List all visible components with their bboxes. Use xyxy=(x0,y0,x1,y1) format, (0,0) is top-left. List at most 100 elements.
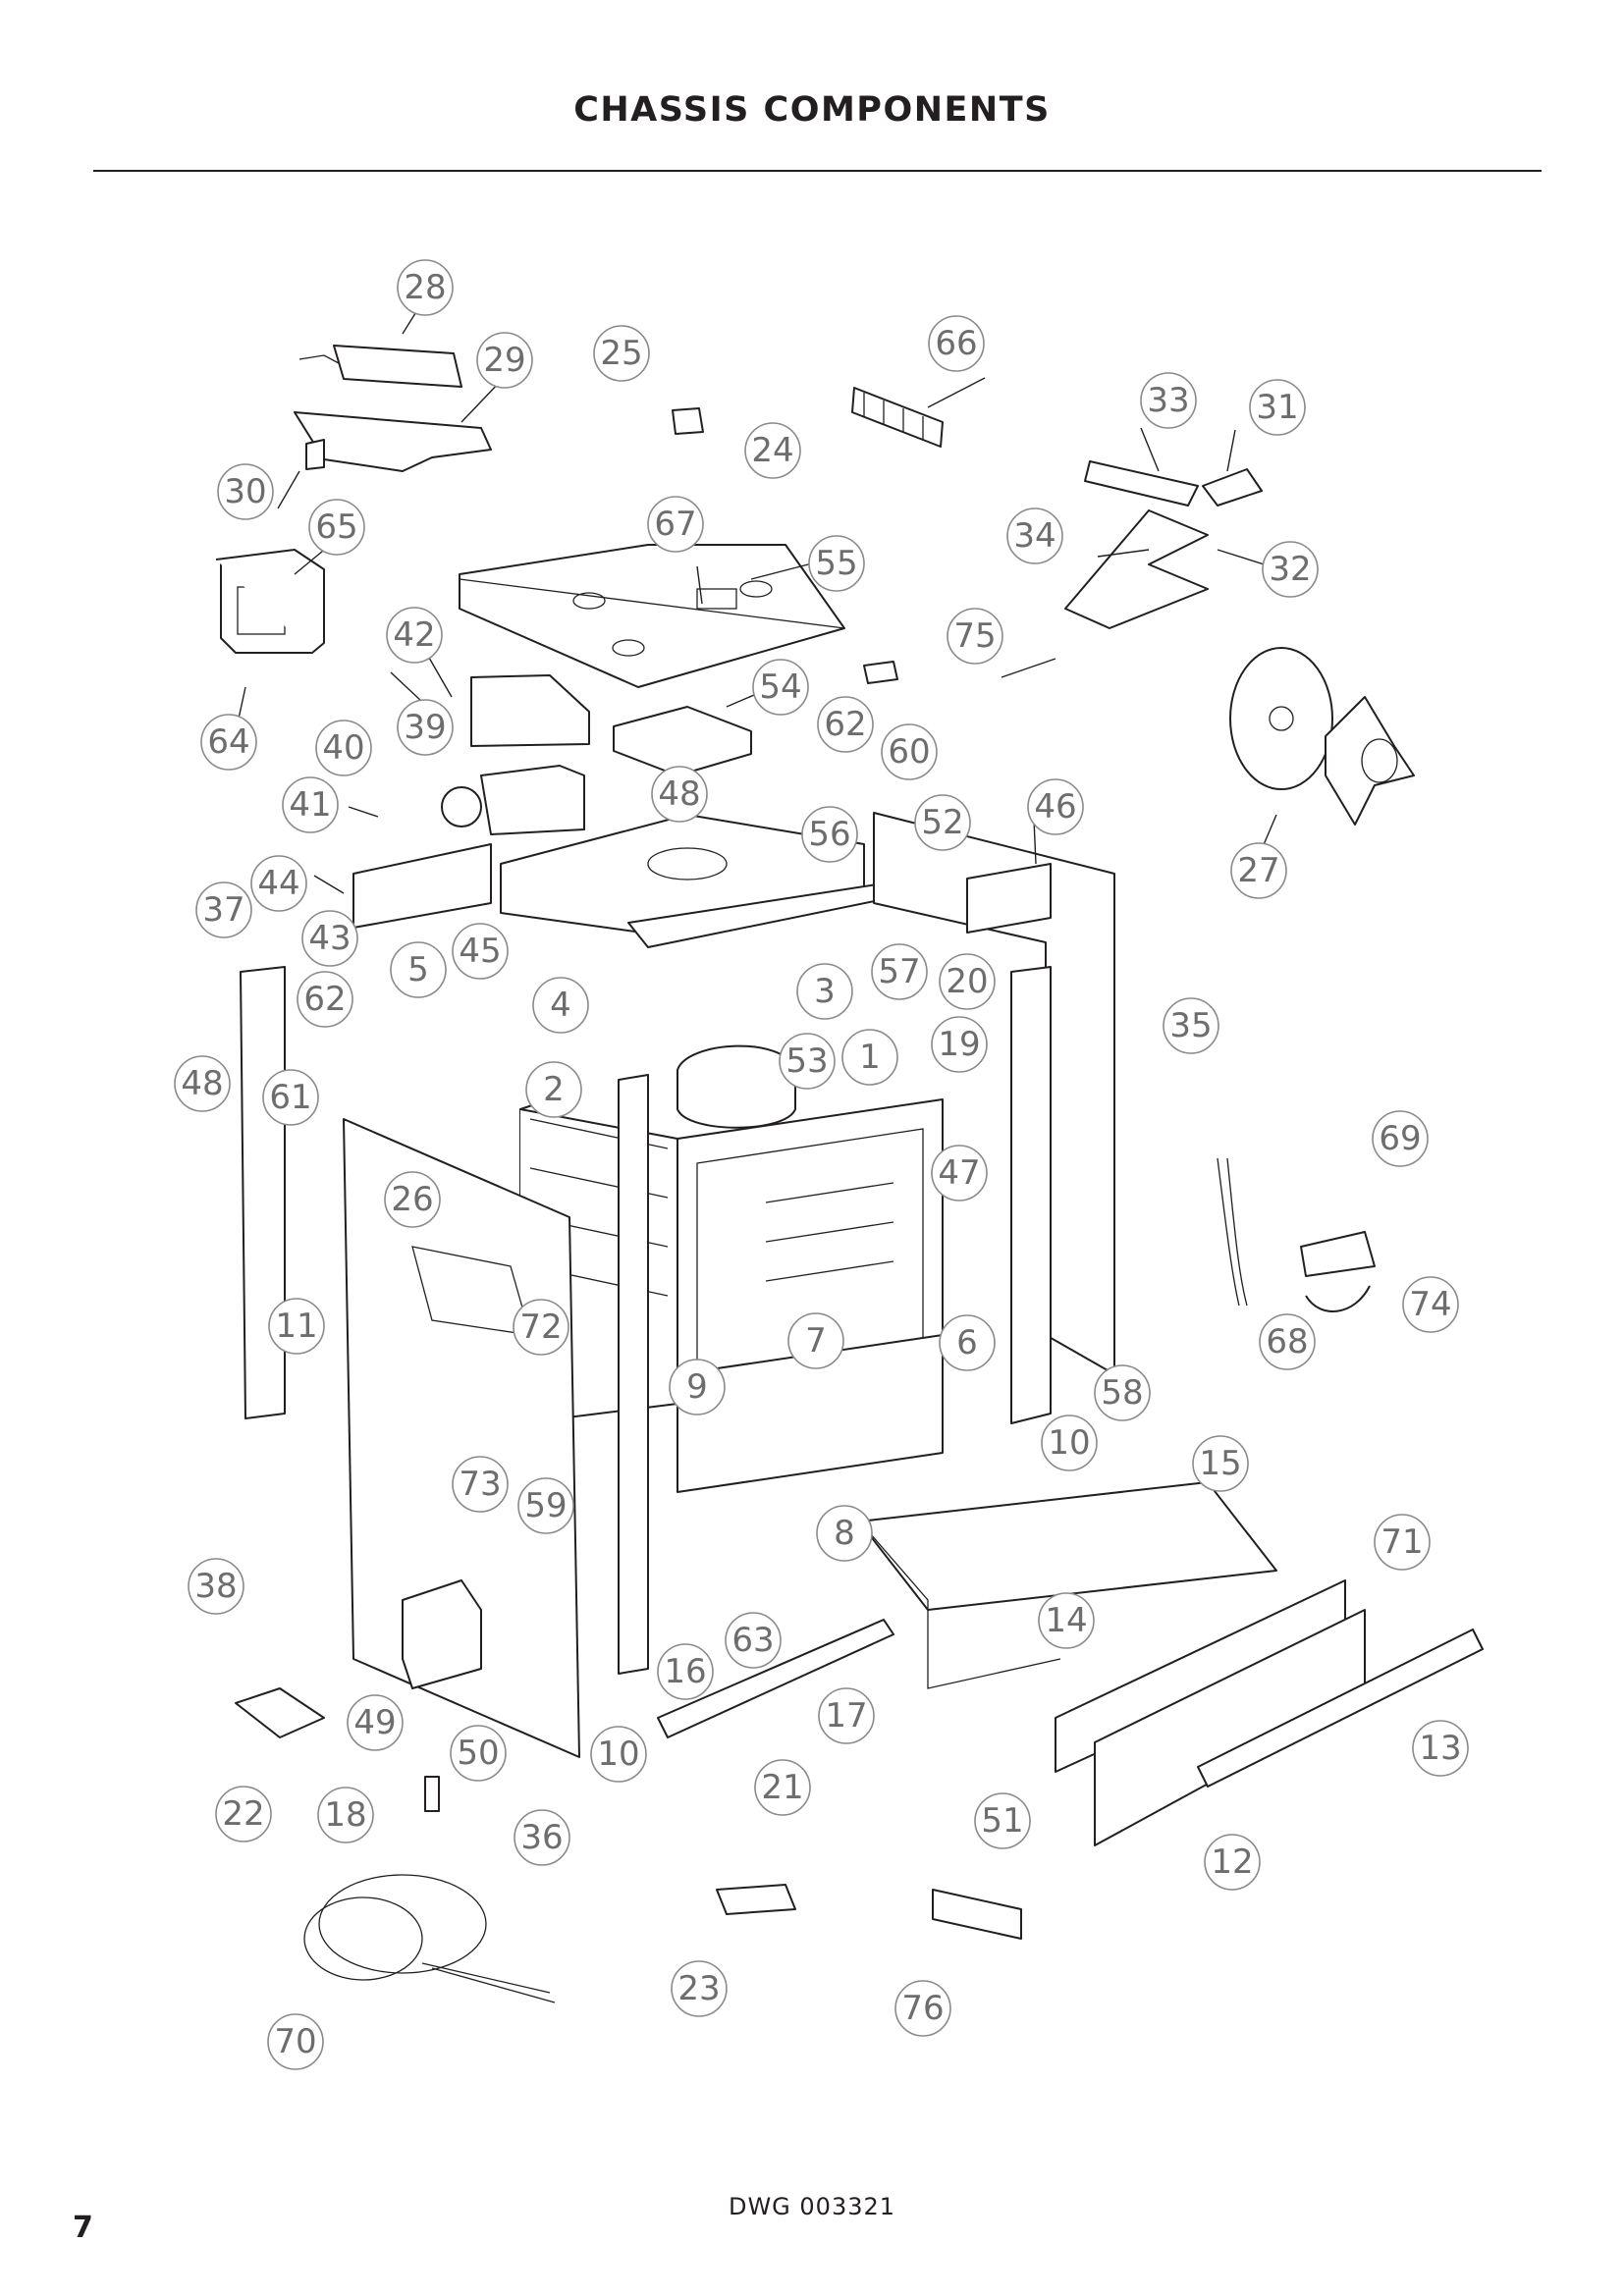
callout-69: 69 xyxy=(1372,1110,1429,1167)
svg-text:65: 65 xyxy=(315,507,357,547)
svg-text:34: 34 xyxy=(1013,516,1056,556)
svg-text:73: 73 xyxy=(459,1465,501,1504)
callout-42: 42 xyxy=(386,607,443,664)
callout-19: 19 xyxy=(931,1016,988,1073)
svg-text:10: 10 xyxy=(597,1735,639,1774)
svg-text:12: 12 xyxy=(1211,1842,1253,1882)
callout-44: 44 xyxy=(250,855,307,912)
callout-24: 24 xyxy=(744,422,801,479)
svg-text:17: 17 xyxy=(825,1696,867,1735)
part-bracket-22 xyxy=(235,1687,325,1738)
callout-29: 29 xyxy=(476,332,533,389)
callout-71: 71 xyxy=(1374,1514,1431,1571)
page-title: CHASSIS COMPONENTS xyxy=(573,90,1051,130)
svg-text:51: 51 xyxy=(981,1801,1023,1841)
callout-51: 51 xyxy=(974,1792,1031,1849)
callout-13: 13 xyxy=(1412,1720,1469,1777)
part-small-clip xyxy=(672,407,704,435)
callout-67: 67 xyxy=(647,496,704,553)
svg-text:50: 50 xyxy=(457,1734,499,1773)
callout-46: 46 xyxy=(1027,778,1084,835)
part-bracket-23 xyxy=(716,1884,796,1915)
callout-4: 4 xyxy=(532,977,589,1034)
callout-39: 39 xyxy=(397,699,454,756)
callout-64: 64 xyxy=(200,714,257,771)
callout-33: 33 xyxy=(1140,372,1197,429)
svg-text:2: 2 xyxy=(543,1070,565,1109)
svg-text:26: 26 xyxy=(391,1180,433,1219)
callout-6: 6 xyxy=(939,1314,996,1371)
svg-text:13: 13 xyxy=(1419,1729,1461,1768)
svg-text:23: 23 xyxy=(677,1969,720,2008)
part-chassis-top-plate xyxy=(500,814,914,948)
callout-59: 59 xyxy=(517,1477,574,1534)
part-power-cord xyxy=(303,1874,556,2003)
callout-27: 27 xyxy=(1230,842,1287,899)
svg-text:49: 49 xyxy=(353,1703,396,1742)
callout-23: 23 xyxy=(671,1960,728,2017)
callout-41: 41 xyxy=(282,776,339,833)
part-bottom-rail xyxy=(657,1619,894,1738)
svg-text:18: 18 xyxy=(324,1795,366,1835)
part-igniter-76 xyxy=(932,1889,1022,1940)
svg-text:31: 31 xyxy=(1256,388,1298,427)
part-foot-18 xyxy=(424,1776,440,1812)
svg-text:59: 59 xyxy=(524,1486,567,1525)
svg-text:24: 24 xyxy=(751,431,793,470)
part-top-cover xyxy=(459,544,845,688)
callout-72: 72 xyxy=(513,1299,569,1356)
callout-68: 68 xyxy=(1259,1313,1316,1370)
svg-text:46: 46 xyxy=(1034,787,1076,827)
svg-text:76: 76 xyxy=(901,1989,944,2028)
svg-text:52: 52 xyxy=(921,803,963,842)
callout-35: 35 xyxy=(1163,997,1219,1054)
callout-7: 7 xyxy=(787,1312,844,1369)
callout-5: 5 xyxy=(390,941,447,998)
callout-11: 11 xyxy=(268,1298,325,1355)
part-right-side-panels xyxy=(873,812,1115,1424)
part-convection-fan xyxy=(1229,647,1415,826)
svg-text:8: 8 xyxy=(834,1514,855,1553)
callout-8: 8 xyxy=(816,1505,873,1562)
callout-57: 57 xyxy=(871,943,928,1000)
svg-text:48: 48 xyxy=(658,774,700,814)
callout-76: 76 xyxy=(894,1980,951,2037)
svg-text:7: 7 xyxy=(805,1321,827,1361)
callout-58: 58 xyxy=(1094,1364,1151,1421)
callout-40: 40 xyxy=(315,720,372,776)
svg-text:28: 28 xyxy=(404,268,446,307)
callout-62: 62 xyxy=(297,971,353,1028)
svg-text:38: 38 xyxy=(194,1567,237,1606)
callout-74: 74 xyxy=(1402,1276,1459,1333)
svg-text:6: 6 xyxy=(956,1323,978,1362)
callout-25: 25 xyxy=(593,325,650,382)
svg-text:30: 30 xyxy=(224,472,266,511)
callout-48: 48 xyxy=(651,766,708,823)
callout-63: 63 xyxy=(725,1612,782,1669)
callout-31: 31 xyxy=(1249,379,1306,436)
callout-28: 28 xyxy=(397,259,454,316)
svg-text:68: 68 xyxy=(1266,1322,1308,1362)
drawing-number: DWG 003321 xyxy=(728,2193,896,2220)
part-relay-49 xyxy=(402,1579,482,1689)
callout-65: 65 xyxy=(308,499,365,556)
callout-55: 55 xyxy=(808,535,865,592)
callout-26: 26 xyxy=(384,1171,441,1228)
part-terminal-block xyxy=(851,387,944,448)
callout-16: 16 xyxy=(657,1643,714,1700)
callout-36: 36 xyxy=(514,1809,570,1866)
callout-54: 54 xyxy=(752,659,809,716)
callout-18: 18 xyxy=(317,1787,374,1843)
svg-text:36: 36 xyxy=(520,1818,563,1857)
svg-text:3: 3 xyxy=(814,972,836,1011)
svg-text:55: 55 xyxy=(815,544,857,583)
callout-12: 12 xyxy=(1204,1834,1261,1891)
svg-text:64: 64 xyxy=(207,722,249,762)
svg-text:72: 72 xyxy=(519,1308,562,1347)
svg-text:29: 29 xyxy=(483,341,525,380)
svg-text:10: 10 xyxy=(1048,1423,1090,1463)
callout-48: 48 xyxy=(174,1055,231,1112)
svg-text:15: 15 xyxy=(1199,1444,1241,1483)
svg-text:66: 66 xyxy=(935,324,977,363)
svg-text:53: 53 xyxy=(785,1041,828,1081)
